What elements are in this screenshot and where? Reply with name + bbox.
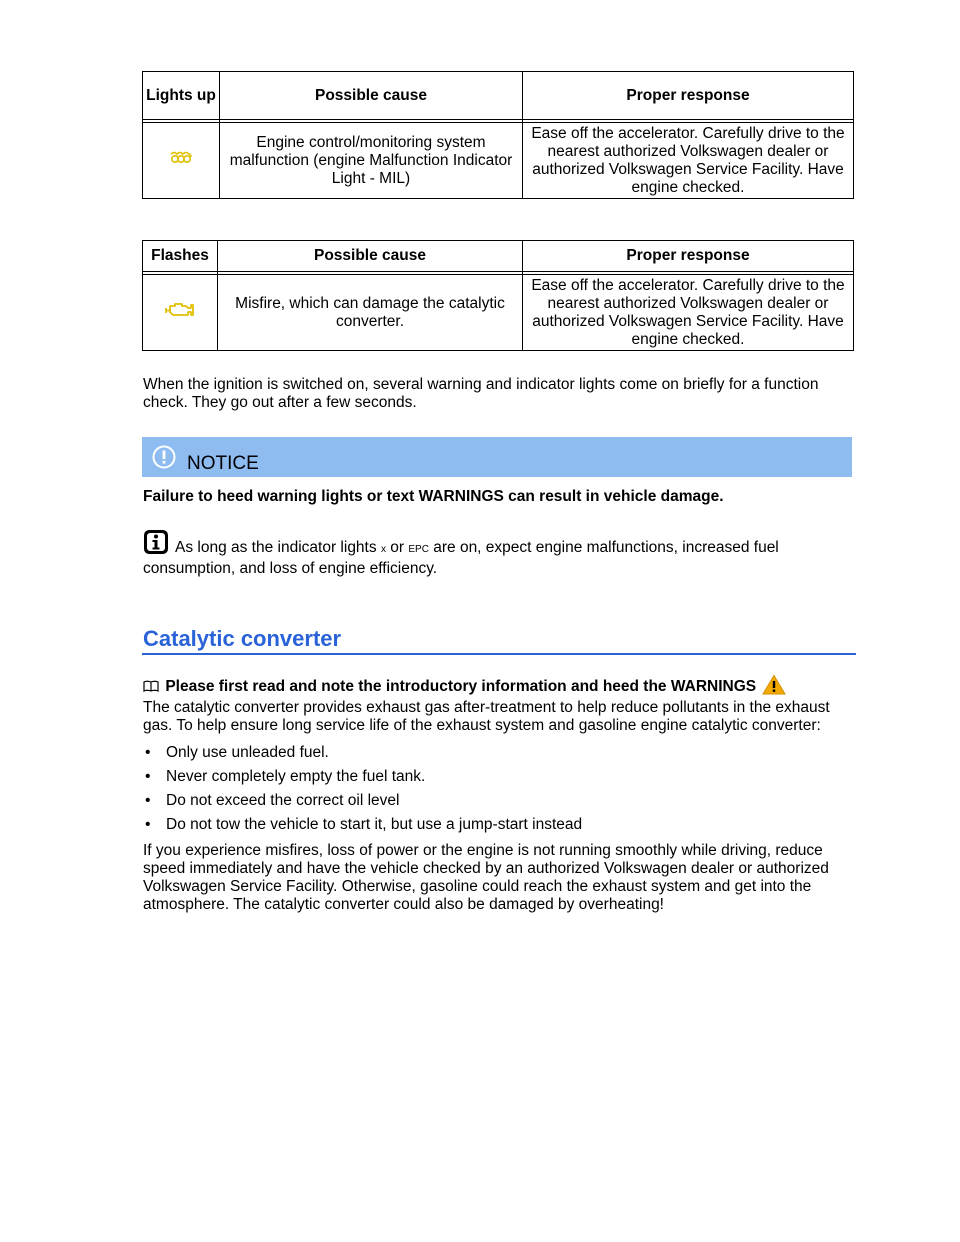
list-item: •Do not tow the vehicle to start it, but… xyxy=(145,816,583,833)
intro-line: Please first read and note the introduct… xyxy=(143,674,855,700)
table-header-row: Flashes Possible cause Proper response xyxy=(142,240,854,272)
list-item: •Do not exceed the correct oil level xyxy=(145,792,400,809)
table-row: Engine control/monitoring system malfunc… xyxy=(142,122,854,199)
cause-cell: Engine control/monitoring system malfunc… xyxy=(219,122,523,199)
response-cell: Ease off the accelerator. Carefully driv… xyxy=(522,122,854,199)
list-item: •Only use unleaded fuel. xyxy=(145,744,329,761)
response-cell: Ease off the accelerator. Carefully driv… xyxy=(522,274,854,351)
warning-triangle-icon xyxy=(762,674,787,700)
indicator-cell xyxy=(142,274,218,351)
table-row: Misfire, which can damage the catalytic … xyxy=(142,274,854,351)
catalytic-closing-text: If you experience misfires, loss of powe… xyxy=(143,842,829,913)
info-icon xyxy=(143,529,169,560)
indicator-symbol-epc: EPC xyxy=(408,544,429,555)
notice-text: Failure to heed warning lights or text W… xyxy=(143,488,724,505)
check-engine-icon xyxy=(165,301,195,324)
exclamation-circle-icon xyxy=(152,445,176,474)
catalytic-bullet-list: •Only use unleaded fuel. •Never complete… xyxy=(143,744,582,840)
info-note: As long as the indicator lights x or EPC… xyxy=(143,529,855,578)
info-text-after: are on, expect engine malfunctions, incr… xyxy=(143,539,779,577)
function-check-text: When the ignition is switched on, severa… xyxy=(143,376,819,411)
notice-label: NOTICE xyxy=(187,453,259,474)
lights-up-table: Lights up Possible cause Proper response… xyxy=(142,71,854,199)
flashes-header: Flashes xyxy=(142,240,218,272)
section-title: Catalytic converter xyxy=(143,626,342,651)
lights-up-header: Lights up xyxy=(142,71,220,120)
book-icon xyxy=(143,679,159,697)
indicator-symbol-x: x xyxy=(380,544,386,555)
notice-banner: NOTICE xyxy=(142,437,852,477)
possible-cause-header: Possible cause xyxy=(219,71,523,120)
glow-plug-icon xyxy=(170,151,192,170)
info-text-or: or xyxy=(390,539,405,556)
flashes-table: Flashes Possible cause Proper response M… xyxy=(142,240,854,351)
proper-response-header: Proper response xyxy=(522,71,854,120)
catalytic-body-text: The catalytic converter provides exhaust… xyxy=(143,699,830,734)
intro-text: Please first read and note the introduct… xyxy=(165,678,757,695)
list-item: •Never completely empty the fuel tank. xyxy=(145,768,426,785)
possible-cause-header: Possible cause xyxy=(217,240,523,272)
table-header-row: Lights up Possible cause Proper response xyxy=(142,71,854,120)
proper-response-header: Proper response xyxy=(522,240,854,272)
indicator-cell xyxy=(142,122,220,199)
info-text-before: As long as the indicator lights xyxy=(175,539,377,556)
section-title-rule xyxy=(142,653,856,655)
cause-cell: Misfire, which can damage the catalytic … xyxy=(217,274,523,351)
